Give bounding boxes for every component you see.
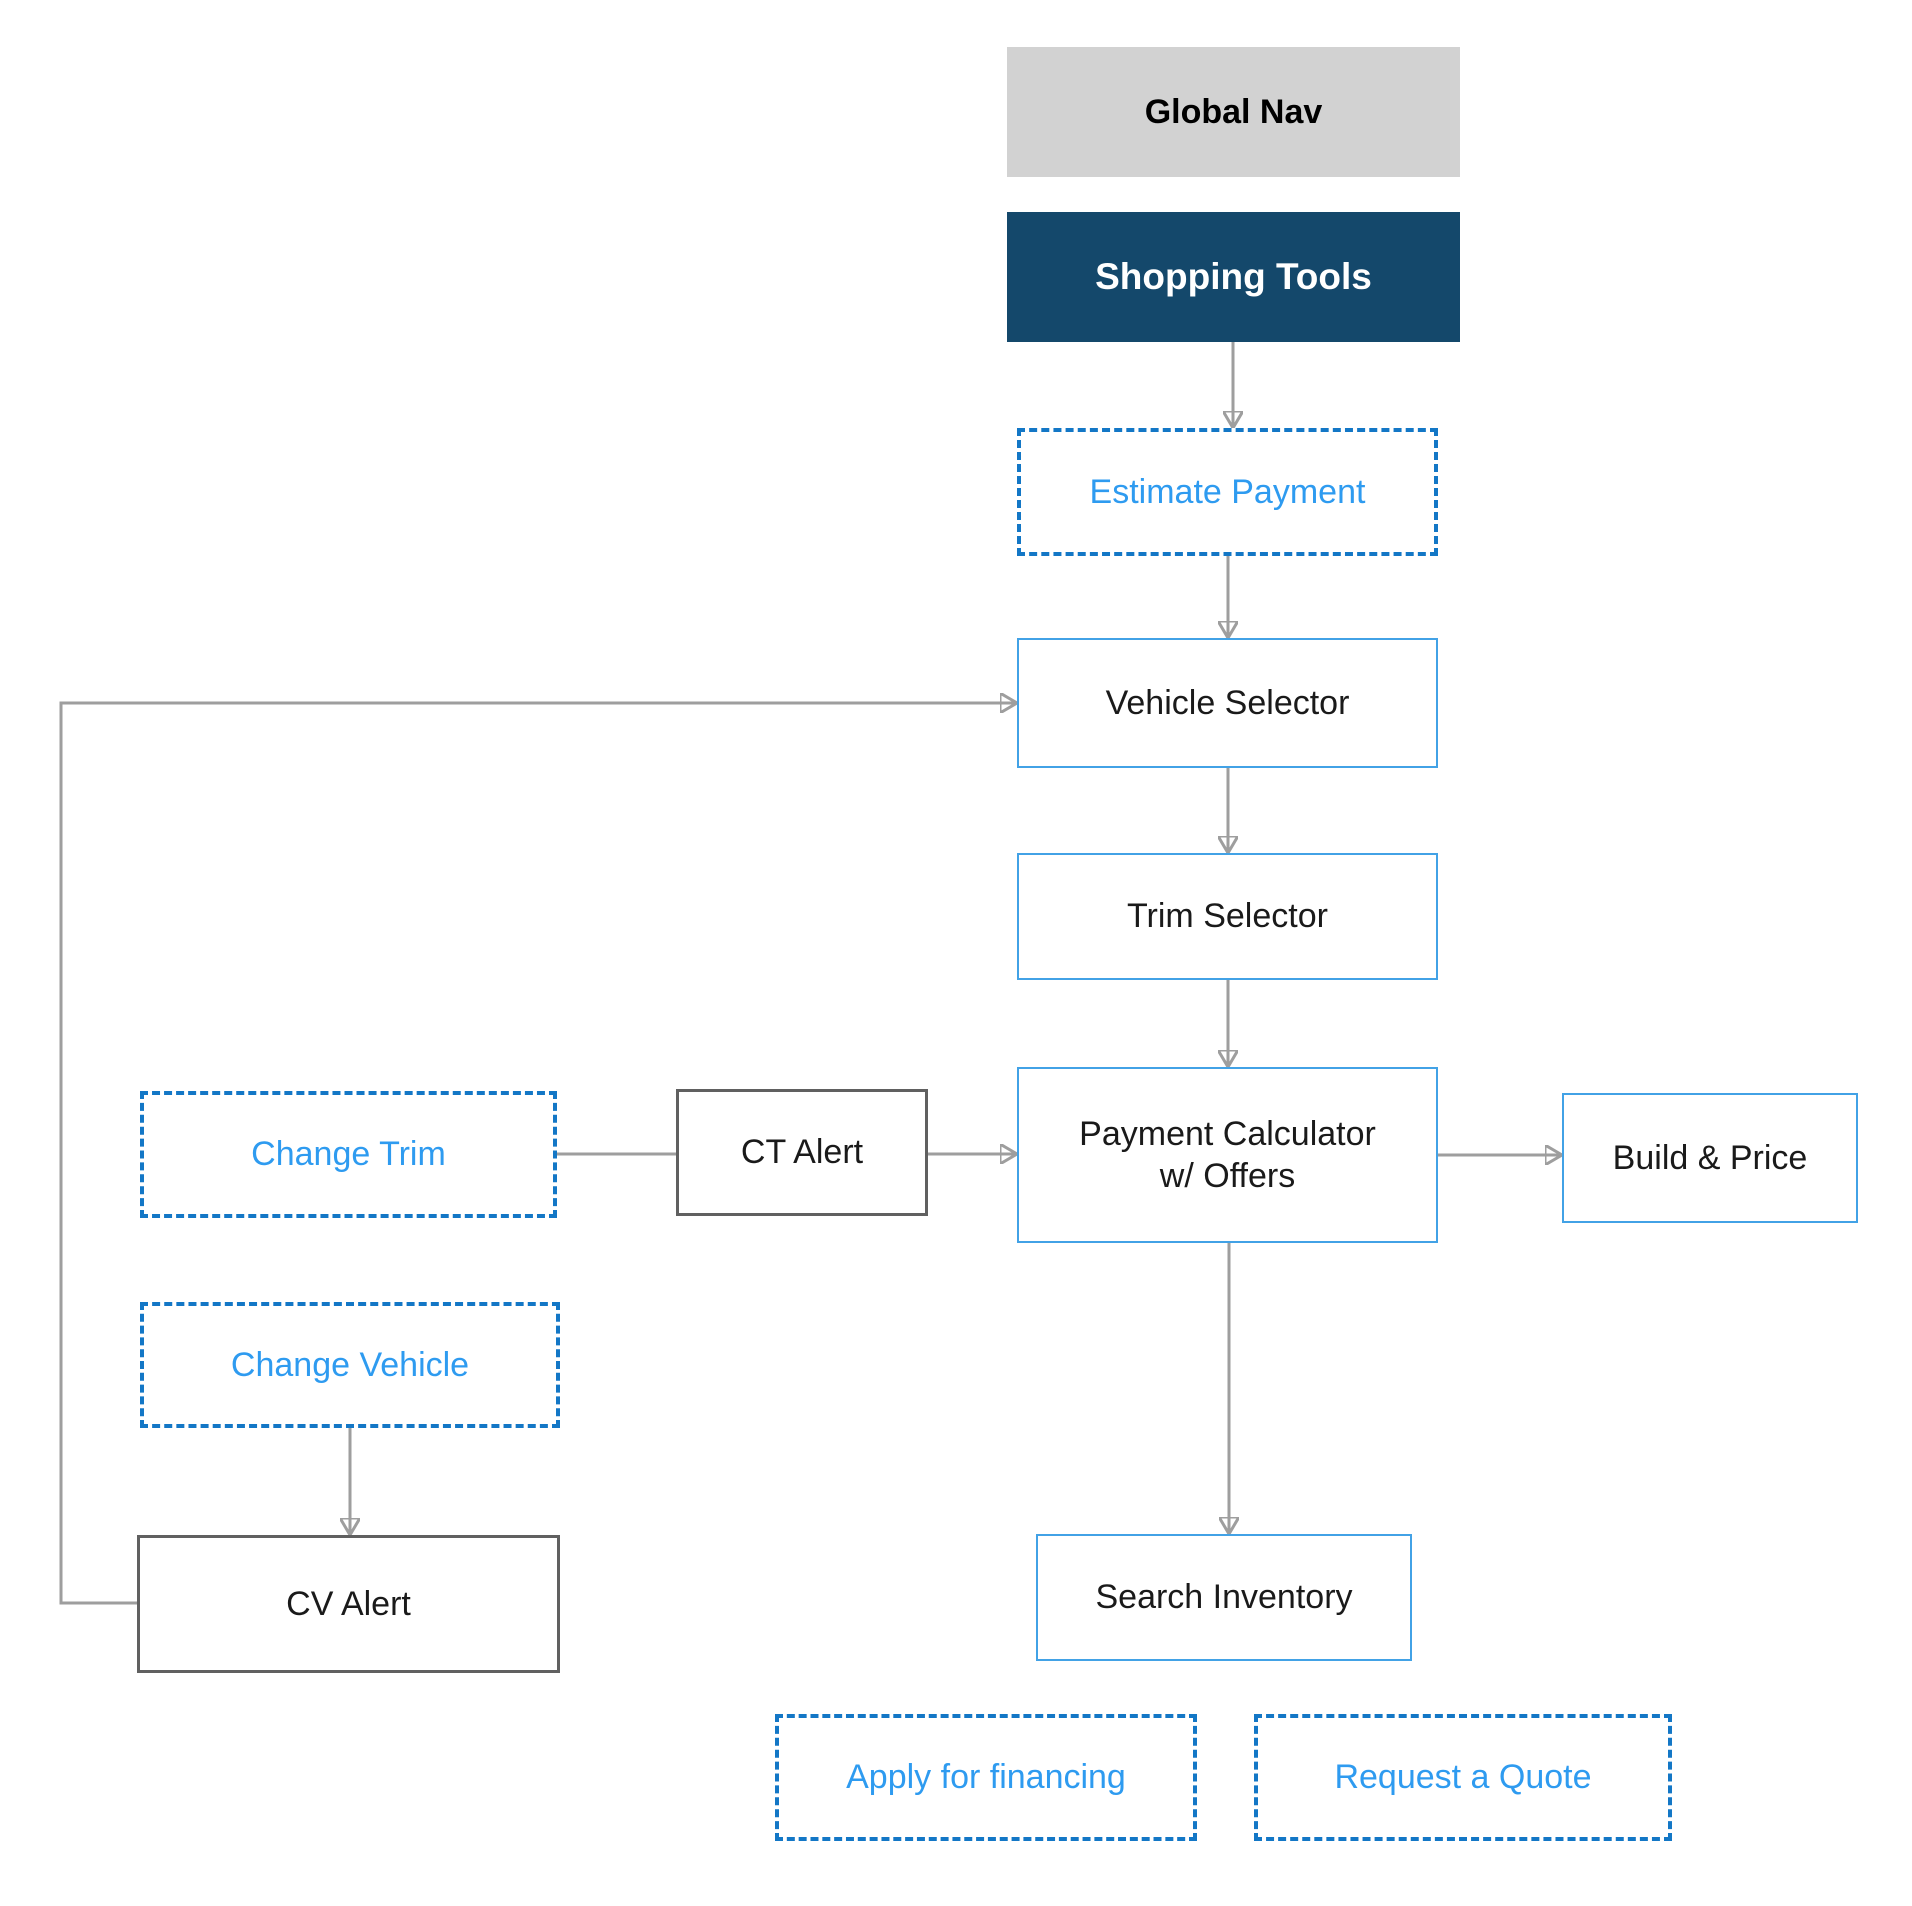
node-estimate-payment: Estimate Payment: [1017, 428, 1438, 556]
node-change-vehicle: Change Vehicle: [140, 1302, 560, 1428]
node-apply-for-financing: Apply for financing: [775, 1714, 1197, 1841]
node-shopping-tools-label: Shopping Tools: [1095, 255, 1372, 297]
node-payment-calculator: Payment Calculator w/ Offers: [1017, 1067, 1438, 1243]
node-apply-for-financing-label: Apply for financing: [846, 1758, 1126, 1797]
node-change-trim: Change Trim: [140, 1091, 557, 1218]
node-ct-alert-label: CT Alert: [740, 1133, 864, 1172]
node-trim-selector-label: Trim Selector: [1127, 897, 1328, 936]
node-shopping-tools: Shopping Tools: [1007, 212, 1460, 342]
node-vehicle-selector: Vehicle Selector: [1017, 638, 1438, 768]
node-cv-alert-label: CV Alert: [286, 1584, 411, 1623]
node-build-price: Build & Price: [1562, 1093, 1858, 1223]
node-change-trim-label: Change Trim: [251, 1135, 446, 1174]
node-global-nav: Global Nav: [1007, 47, 1460, 177]
node-change-vehicle-label: Change Vehicle: [230, 1345, 470, 1384]
connector-cv-alert-to-vehicle-selector-feedback: [59, 703, 1017, 1605]
node-search-inventory-label: Search Inventory: [1095, 1578, 1353, 1617]
node-ct-alert: CT Alert: [676, 1089, 928, 1216]
node-build-price-label: Build & Price: [1612, 1138, 1808, 1177]
node-request-a-quote-label: Request a Quote: [1334, 1758, 1592, 1797]
node-cv-alert: CV Alert: [137, 1535, 560, 1673]
node-payment-calculator-label: Payment Calculator w/ Offers: [1079, 1114, 1376, 1196]
node-estimate-payment-label: Estimate Payment: [1089, 472, 1366, 511]
node-global-nav-label: Global Nav: [1144, 92, 1323, 131]
node-search-inventory: Search Inventory: [1036, 1534, 1412, 1661]
node-trim-selector: Trim Selector: [1017, 853, 1438, 980]
node-vehicle-selector-label: Vehicle Selector: [1105, 683, 1350, 722]
node-request-a-quote: Request a Quote: [1254, 1714, 1672, 1841]
